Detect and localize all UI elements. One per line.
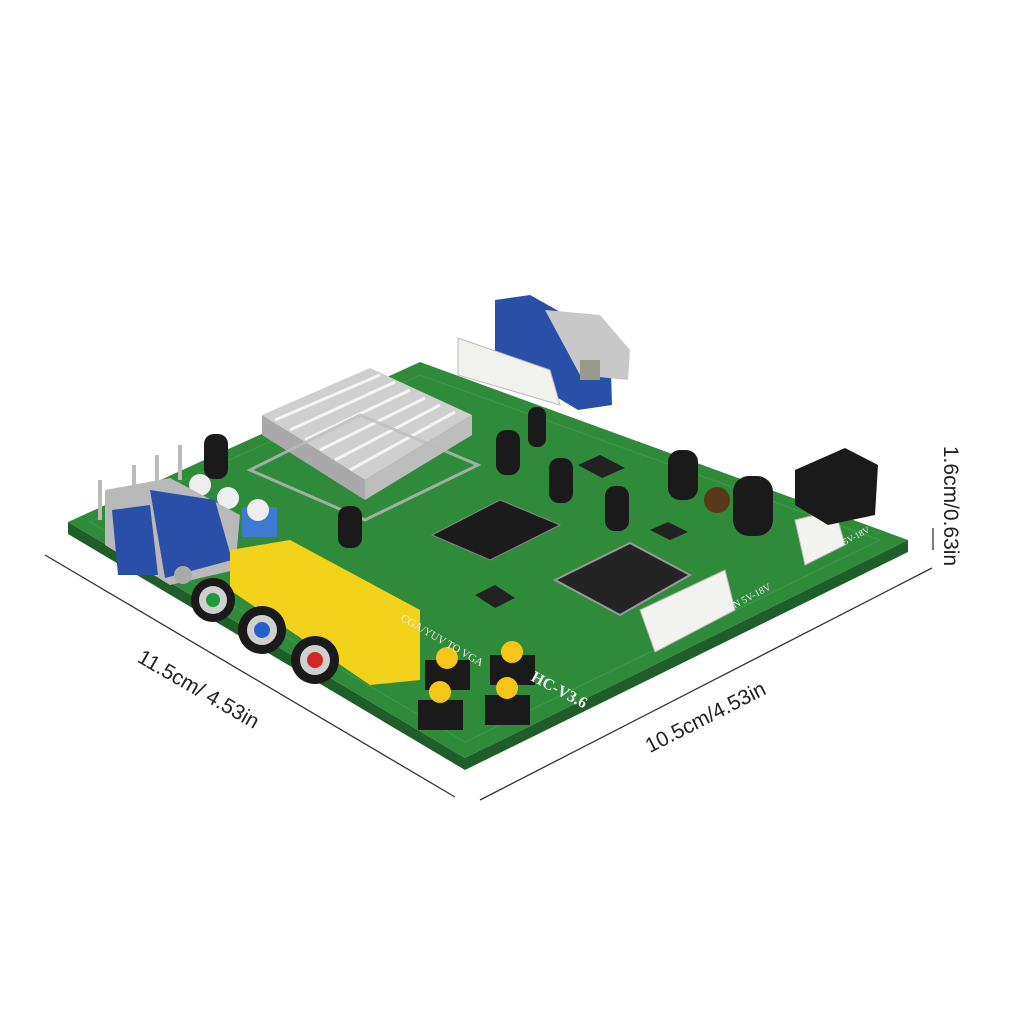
rca-jack-blue bbox=[238, 606, 286, 654]
vga-input-connector bbox=[105, 478, 240, 585]
pcb-board bbox=[68, 362, 908, 758]
scaler-chip bbox=[430, 499, 562, 561]
header-pins bbox=[98, 445, 182, 520]
main-chip bbox=[246, 413, 482, 522]
white-connector-front bbox=[639, 569, 736, 653]
width-dimension-line bbox=[479, 567, 933, 801]
rca-jacks bbox=[191, 540, 420, 685]
power-jack bbox=[795, 448, 878, 525]
height-label: 1.6cm/0.63in bbox=[939, 445, 963, 567]
heatsink bbox=[262, 368, 472, 500]
trimmer-potentiometers bbox=[189, 474, 277, 537]
length-dimension-line bbox=[44, 554, 456, 798]
rca-jack-red bbox=[291, 636, 339, 684]
adc-chip bbox=[552, 541, 693, 617]
tactile-buttons bbox=[418, 641, 535, 730]
white-header-top bbox=[457, 337, 561, 406]
capacitors bbox=[204, 407, 773, 548]
vga-output-connector bbox=[495, 295, 630, 410]
rca-jack-green bbox=[191, 578, 235, 622]
